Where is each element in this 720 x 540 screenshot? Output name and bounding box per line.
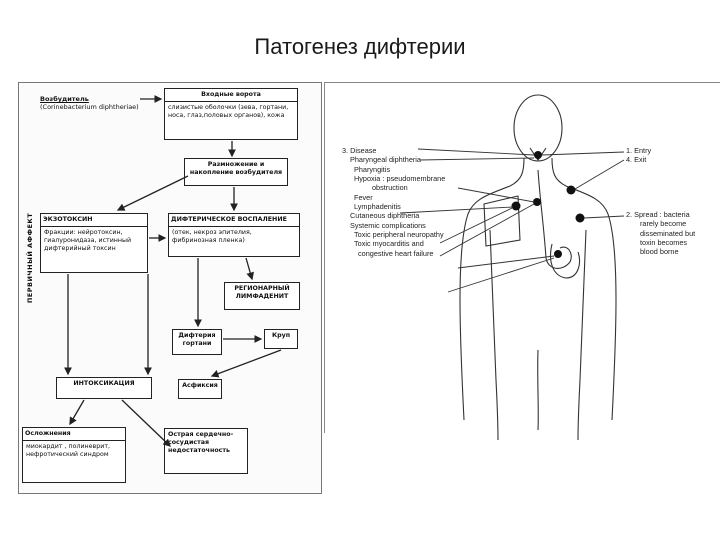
pathogen-title: Возбудитель (40, 95, 89, 103)
asphyxia-title: Асфиксия (182, 382, 218, 389)
disease-item: obstruction (372, 183, 408, 193)
pathogen-node: Возбудитель (Corinebacterium diphtheriae… (40, 95, 150, 111)
disease-item: Hypoxia : pseudomembrane (354, 173, 446, 183)
spread-label: toxin becomes (640, 237, 688, 247)
entry-exit-labels: 1. Entry 4. Exit (626, 146, 651, 165)
pathogen-subtitle: (Corinebacterium diphtheriae) (40, 103, 139, 112)
spread-label: disseminated but (640, 228, 696, 238)
exotoxin-title: ЭКЗОТОКСИН (41, 214, 147, 227)
disease-item: Toxic peripheral neuropathy (354, 229, 444, 239)
exotoxin-text: Фракции: нейротоксин, гиалуронидаза, ист… (44, 228, 132, 252)
disease-item: 3. Disease (342, 146, 377, 155)
complications-title: Осложнения (23, 428, 125, 441)
heart-failure-box: Острая сердечно-сосудистая недостаточнос… (164, 428, 248, 474)
disease-item: congestive heart failure (358, 248, 434, 258)
spread-labels: 2. Spread : bacteria rarely become disse… (626, 210, 695, 257)
disease-item: Systemic complications (350, 220, 426, 230)
disease-item: Pharyngeal diphtheria (350, 155, 421, 165)
disease-item: Toxic myocarditis and (354, 239, 424, 249)
larynx-title: Дифтерия гортани (178, 332, 216, 347)
disease-item: Lymphadenitis (354, 201, 401, 211)
spread-label: rarely become (640, 219, 687, 229)
lymphadenitis-box: РЕГИОНАРНЫЙ ЛИМФАДЕНИТ (224, 282, 300, 310)
lymphadenitis-title: РЕГИОНАРНЫЙ ЛИМФАДЕНИТ (234, 285, 290, 300)
page-title: Патогенез дифтерии (254, 34, 466, 59)
exit-label: 4. Exit (626, 155, 647, 165)
disease-item: Cutaneous diphtheria (350, 211, 420, 221)
heart-failure-title: Острая сердечно-сосудистая недостаточнос… (168, 431, 234, 454)
entry-gate-box: Входные ворота слизистые оболочки (зева,… (164, 88, 298, 140)
inflammation-title: ДИФТЕРИЧЕСКОЕ ВОСПАЛЕНИЕ (169, 214, 299, 227)
inflammation-box: ДИФТЕРИЧЕСКОЕ ВОСПАЛЕНИЕ (отек, некроз э… (168, 213, 300, 257)
croup-title: Круп (271, 332, 291, 339)
spread-label: 2. Spread : bacteria (626, 210, 690, 219)
entry-label: 1. Entry (626, 146, 652, 155)
intoxication-title: ИНТОКСИКАЦИЯ (73, 380, 135, 387)
disease-item: Fever (354, 192, 373, 202)
spread-label: blood borne (640, 247, 679, 257)
reproduction-title: Размножение и накопление возбудителя (189, 161, 283, 176)
complications-box: Осложнения миокардит , полиневрит, нефро… (22, 427, 126, 483)
disease-item: Pharyngitis (354, 164, 391, 174)
reproduction-box: Размножение и накопление возбудителя (184, 158, 288, 186)
disease-list: 3. Disease Pharyngeal diphtheria Pharyng… (342, 146, 445, 258)
entry-gate-text: слизистые оболочки (зева, гортани, носа,… (168, 103, 289, 119)
larynx-box: Дифтерия гортани (172, 329, 222, 355)
croup-box: Круп (264, 329, 298, 349)
entry-gate-title: Входные ворота (165, 89, 297, 102)
asphyxia-box: Асфиксия (178, 379, 222, 399)
primary-affect-label: ПЕРВИЧНЫЙ АФФЕКТ (26, 212, 34, 304)
exotoxin-box: ЭКЗОТОКСИН Фракции: нейротоксин, гиалуро… (40, 213, 148, 273)
inflammation-text: (отек, некроз эпителия, фибринозная плен… (172, 228, 252, 244)
complications-text: миокардит , полиневрит, нефротический си… (26, 442, 111, 458)
intoxication-box: ИНТОКСИКАЦИЯ (56, 377, 152, 399)
